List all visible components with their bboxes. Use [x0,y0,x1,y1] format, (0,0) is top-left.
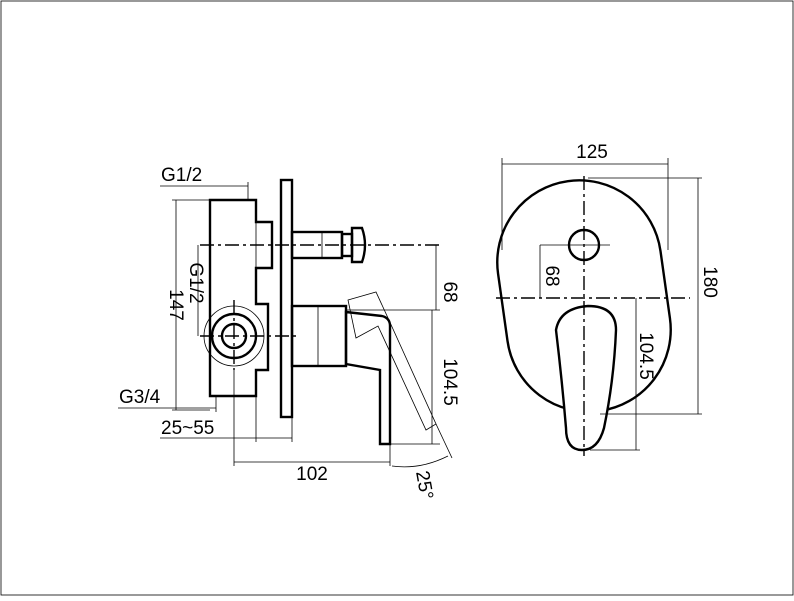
lever-handle-front [554,304,618,452]
front-handle-height-label: 104.5 [635,332,656,380]
cartridge-housing [290,304,348,368]
wall-plate [279,178,294,419]
depth-range-label: 25~55 [161,418,214,439]
width-125-label: 125 [576,142,608,163]
front-view: 125 180 68 104.5 [496,142,720,456]
height-147-label: 147 [165,289,186,321]
angle-label: 25° [411,469,437,501]
g34-label: G3/4 [119,387,161,408]
front-offset-68-label: 68 [541,265,562,286]
lever-handle [344,310,392,446]
length-102-label: 102 [296,464,328,485]
angle-ext [435,423,453,459]
offset-68-label: 68 [439,281,460,302]
g12-top-label: G1/2 [161,165,202,186]
diverter-knob [350,226,367,264]
handle-height-label: 104.5 [439,358,460,406]
valve-body [208,198,274,398]
front-height-180-label: 180 [699,266,720,298]
g12-mid-label: G1/2 [185,262,206,303]
side-view: G1/2 147 G1/2 G3/4 25~55 102 68 104.5 [118,165,460,501]
lever-tilted-outline [347,291,437,431]
angle-arc [391,455,449,468]
